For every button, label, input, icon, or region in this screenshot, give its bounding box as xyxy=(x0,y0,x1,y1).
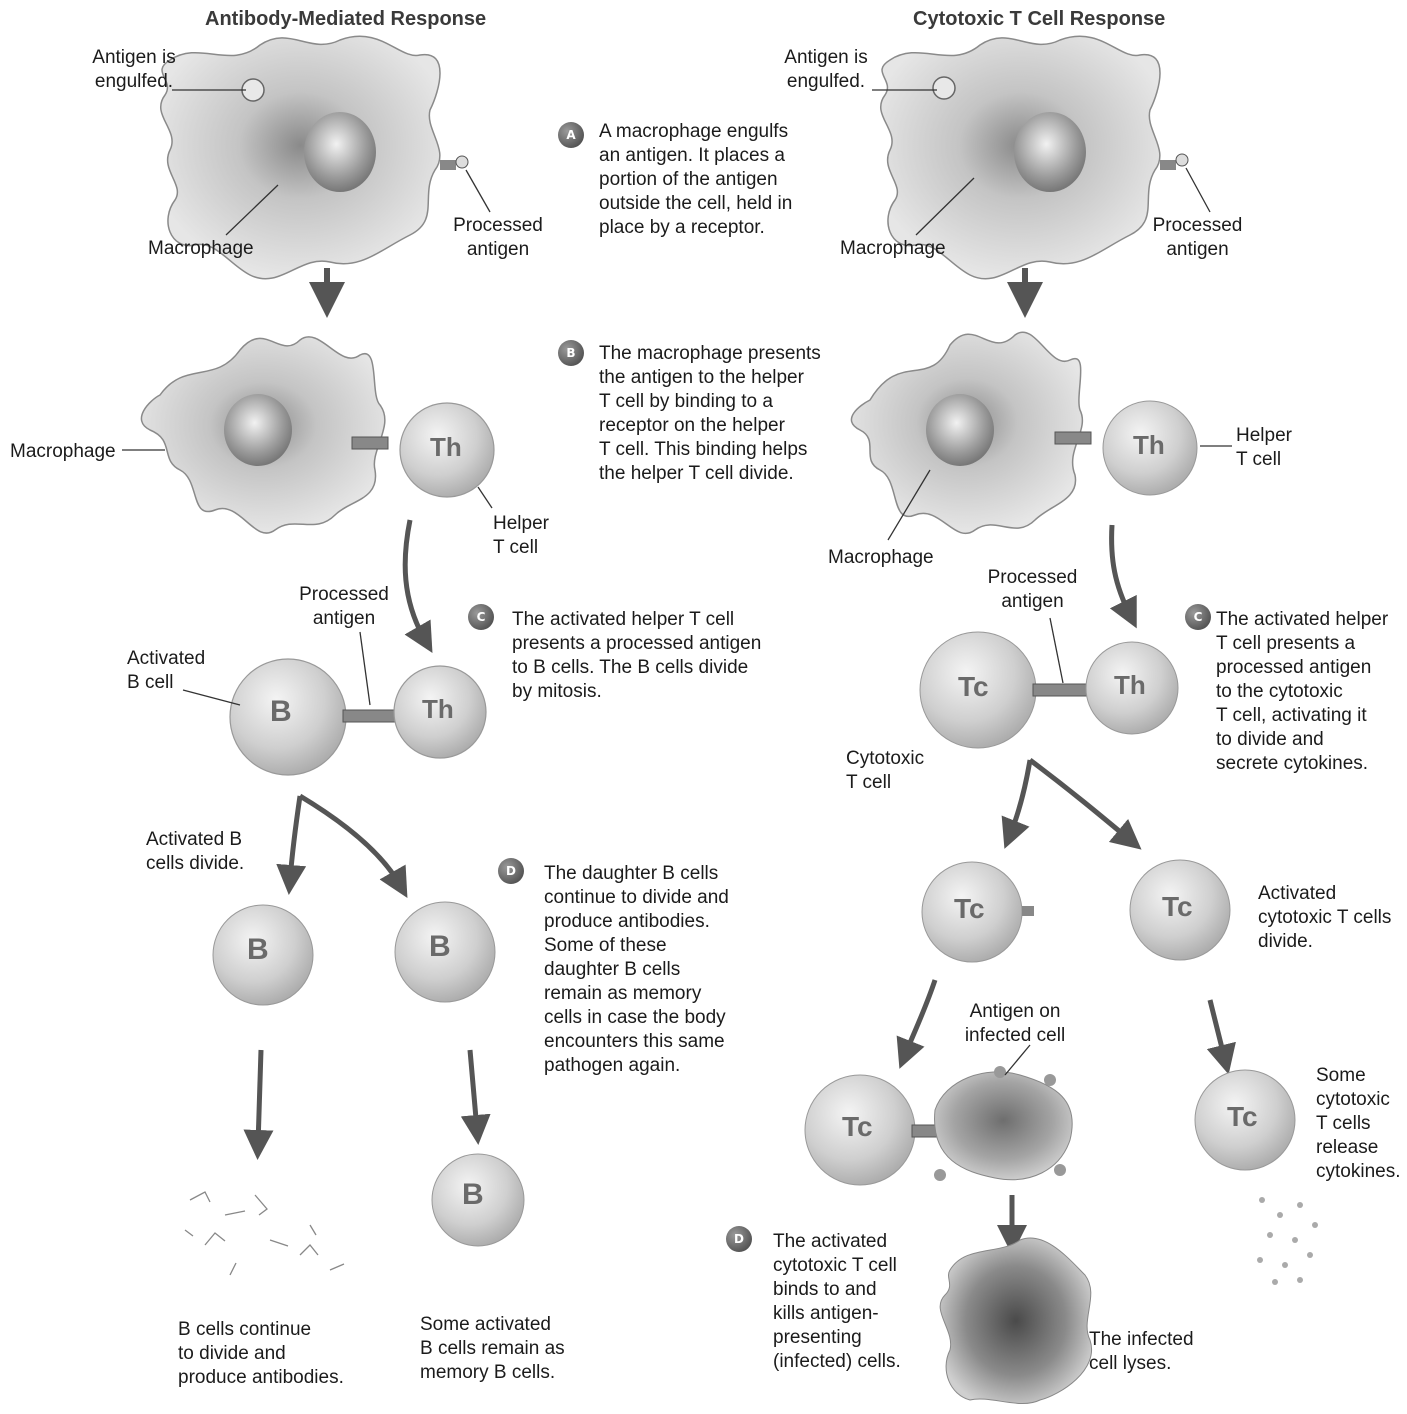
leader-line xyxy=(1050,618,1063,683)
step-d-left-text: The daughter B cells continue to divide … xyxy=(544,862,729,1078)
leader-line xyxy=(466,170,490,212)
cell-letter-b: B xyxy=(462,1183,484,1207)
label-infected-lyses: The infected cell lyses. xyxy=(1089,1328,1194,1376)
receptor-bridge xyxy=(912,1125,938,1137)
infected-cell xyxy=(934,1066,1072,1181)
cell-letter-b: B xyxy=(270,700,292,724)
arrow-right-branch xyxy=(300,796,400,885)
cell-letter-b: B xyxy=(247,938,269,962)
macrophage-left-2 xyxy=(141,337,388,533)
leader-line xyxy=(360,632,370,705)
arrow-curved xyxy=(1112,525,1130,615)
step-badge-b: B xyxy=(558,340,584,366)
arrow-down xyxy=(1210,1000,1225,1060)
cell-letter-th: Th xyxy=(422,697,454,721)
cytokines xyxy=(1257,1197,1318,1285)
label-processed-antigen: Processed antigen xyxy=(452,214,544,262)
cell-letter-th: Th xyxy=(430,435,462,459)
label-activated-b-cells-divide: Activated B cells divide. xyxy=(146,828,244,876)
cell-letter-tc: Tc xyxy=(1227,1105,1258,1129)
cell-letter-th: Th xyxy=(1133,433,1165,457)
label-antigen-engulfed: Antigen is engulfed. xyxy=(84,46,184,94)
cell-letter-tc: Tc xyxy=(954,897,985,921)
label-activated-cytotoxic-divide: Activated cytotoxic T cells divide. xyxy=(1258,882,1391,954)
lysed-cell xyxy=(940,1238,1091,1404)
label-macrophage: Macrophage xyxy=(840,237,946,261)
label-cytotoxic-t-cell: Cytotoxic T cell xyxy=(846,747,924,795)
label-some-release-cytokines: Some cytotoxic T cells release cytokines… xyxy=(1316,1064,1400,1184)
label-processed-antigen: Processed antigen xyxy=(985,566,1080,614)
leader-line xyxy=(478,487,492,508)
step-badge-c-right: C xyxy=(1185,604,1211,630)
arrow-left-branch xyxy=(1010,760,1030,835)
macrophage-right-2 xyxy=(851,332,1091,533)
label-activated-b-cell: Activated B cell xyxy=(127,647,205,695)
arrow-down xyxy=(470,1050,477,1130)
heading-antibody-response: Antibody-Mediated Response xyxy=(205,8,486,31)
arrow-down xyxy=(258,1050,261,1145)
step-b-text: The macrophage presents the antigen to t… xyxy=(599,342,821,486)
arrow-right-branch xyxy=(1030,760,1130,840)
label-b-cells-continue: B cells continue to divide and produce a… xyxy=(178,1318,344,1390)
step-badge-d-left: D xyxy=(498,858,524,884)
tc-receptor xyxy=(1022,906,1034,916)
step-badge-d-right: D xyxy=(726,1226,752,1252)
leader-line xyxy=(1005,1045,1030,1075)
heading-cytotoxic-response: Cytotoxic T Cell Response xyxy=(913,8,1165,31)
label-macrophage: Macrophage xyxy=(10,440,116,464)
antibodies xyxy=(185,1192,344,1275)
label-processed-antigen: Processed antigen xyxy=(297,583,391,631)
arrow-down xyxy=(905,980,935,1055)
label-antigen-on-infected: Antigen on infected cell xyxy=(956,1000,1074,1048)
step-badge-a: A xyxy=(558,122,584,148)
step-c-right-text: The activated helper T cell presents a p… xyxy=(1216,608,1388,776)
receptor-bridge xyxy=(1033,684,1093,696)
arrow-curved xyxy=(405,520,425,640)
cell-letter-tc: Tc xyxy=(958,675,989,699)
cell-letter-tc: Tc xyxy=(1162,895,1193,919)
label-processed-antigen: Processed antigen xyxy=(1150,214,1245,262)
label-antigen-engulfed: Antigen is engulfed. xyxy=(776,46,876,94)
step-c-left-text: The activated helper T cell presents a p… xyxy=(512,608,761,704)
label-memory-b-cells: Some activated B cells remain as memory … xyxy=(420,1313,565,1385)
leader-line xyxy=(1186,168,1210,212)
label-helper-t-cell: Helper T cell xyxy=(493,512,549,560)
step-badge-c-left: C xyxy=(468,604,494,630)
label-macrophage: Macrophage xyxy=(828,546,934,570)
cell-letter-th: Th xyxy=(1114,673,1146,697)
step-a-text: A macrophage engulfs an antigen. It plac… xyxy=(599,120,792,240)
label-macrophage: Macrophage xyxy=(148,237,254,261)
arrow-left-branch xyxy=(290,796,300,880)
cell-letter-tc: Tc xyxy=(842,1115,873,1139)
label-helper-t-cell: Helper T cell xyxy=(1236,424,1292,472)
cell-letter-b: B xyxy=(429,935,451,959)
step-d-right-text: The activated cytotoxic T cell binds to … xyxy=(773,1230,901,1374)
